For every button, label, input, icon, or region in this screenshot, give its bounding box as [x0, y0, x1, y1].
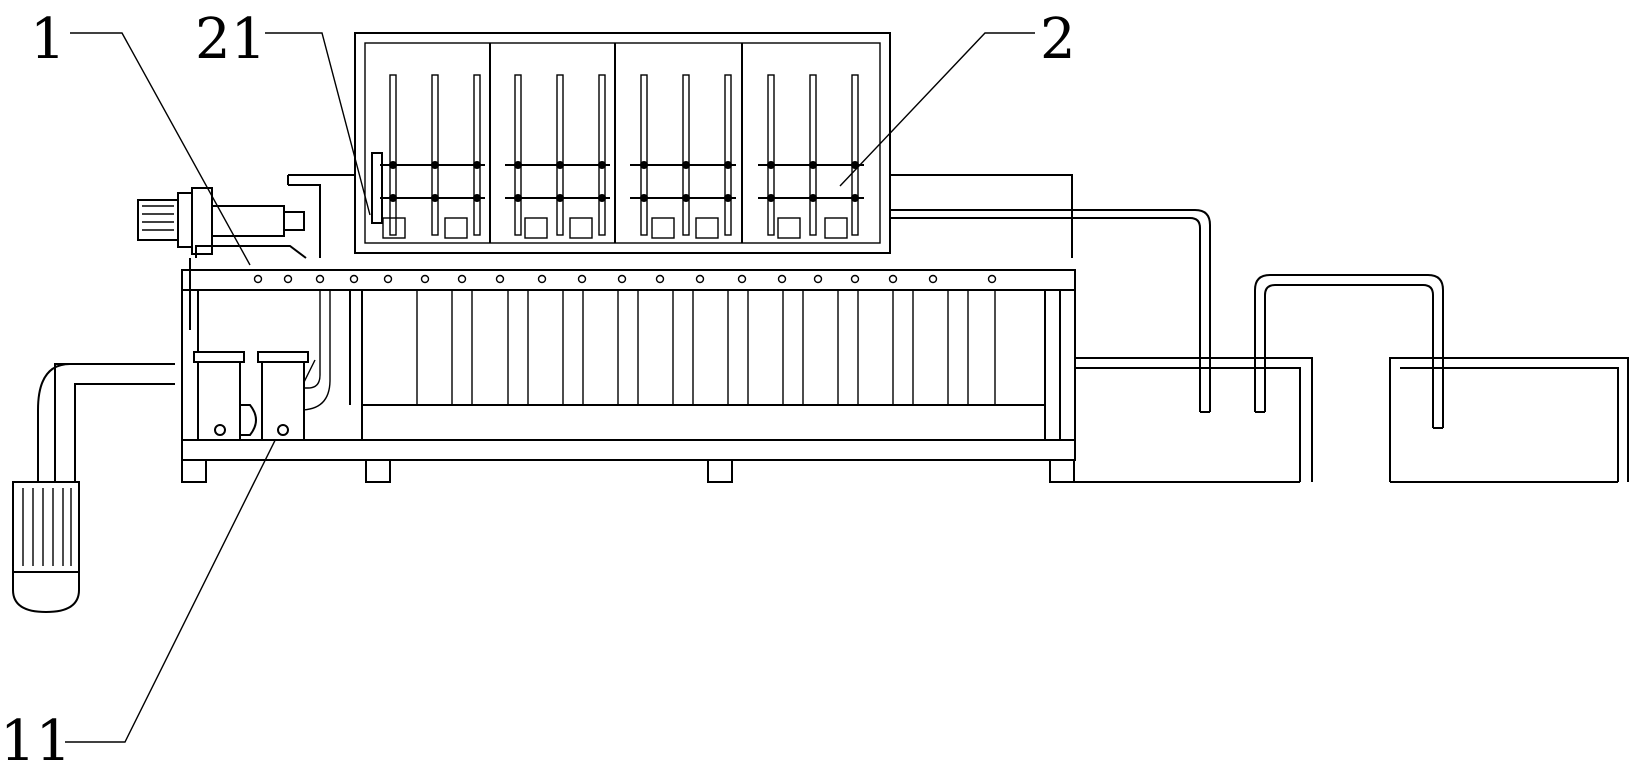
- leader-line-11: [65, 359, 316, 743]
- label-part-2: 2: [1040, 7, 1076, 72]
- main-tank-1: [181, 269, 1076, 483]
- label-part-21: 21: [195, 7, 266, 72]
- leader-line-2: [839, 32, 1035, 187]
- pumps-11: [193, 351, 309, 441]
- label-part-1: 1: [30, 7, 66, 72]
- aux-tank-2: [1389, 357, 1629, 483]
- plate-frame-2: [287, 32, 1211, 413]
- drive-motor: [137, 187, 307, 330]
- aux-tank-1: [1075, 274, 1444, 483]
- filter-plates: [371, 74, 864, 239]
- pump-motor-left: [12, 363, 175, 614]
- label-part-11: 11: [0, 709, 71, 774]
